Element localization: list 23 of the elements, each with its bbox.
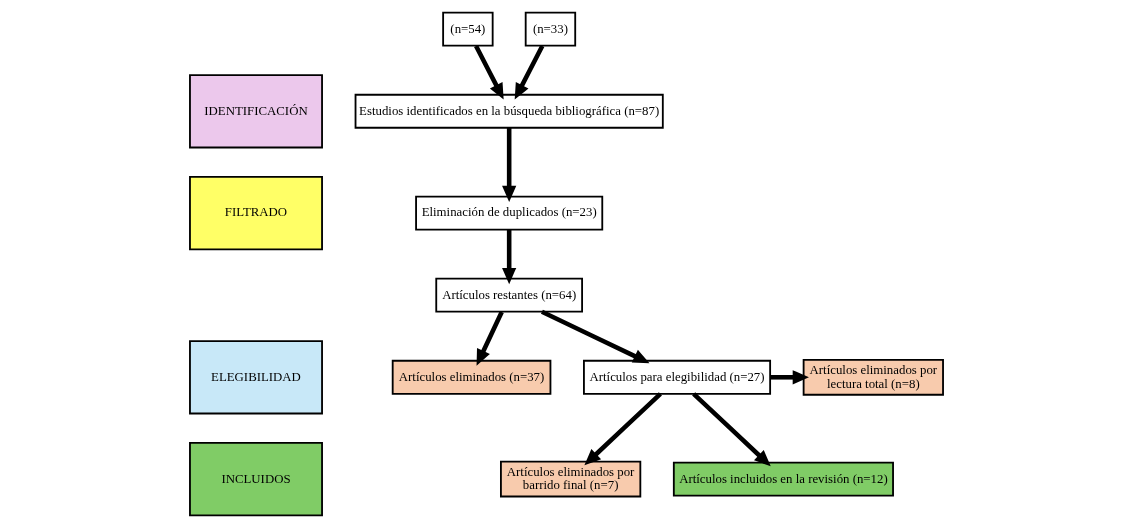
node-box: Artículos para elegibilidad (n=27) [582,359,771,395]
arrow [476,310,504,366]
arrow [501,229,516,284]
arrow [514,44,544,100]
arrow [473,44,504,100]
node-box: Artículos eliminados (n=37) [391,359,551,395]
arrow [540,309,649,363]
arrow [583,391,662,465]
node-box: Estudios identificados en la búsqueda bibliográfica (n=87) [354,93,664,129]
node-box: Artículos eliminados por lectura total (n=8) [802,358,944,396]
node-box: Artículos incluidos en la revisión (n=12) [672,461,894,497]
node-box: (n=33) [524,11,576,47]
node-box: INCLUIDOS [188,441,323,516]
arrow [501,127,516,202]
node-box: Artículos restantes (n=64) [434,277,583,313]
node-box: Artículos eliminados por barrido final (n=7) [499,460,641,497]
arrow [691,391,771,466]
node-box: (n=54) [441,11,494,47]
node-box: ELEGIBILIDAD [188,339,323,414]
node-box: FILTRADO [188,175,323,250]
node-box: Eliminación de duplicados (n=23) [414,195,603,230]
node-box: IDENTIFICACIÓN [188,73,323,148]
arrow [769,369,809,384]
